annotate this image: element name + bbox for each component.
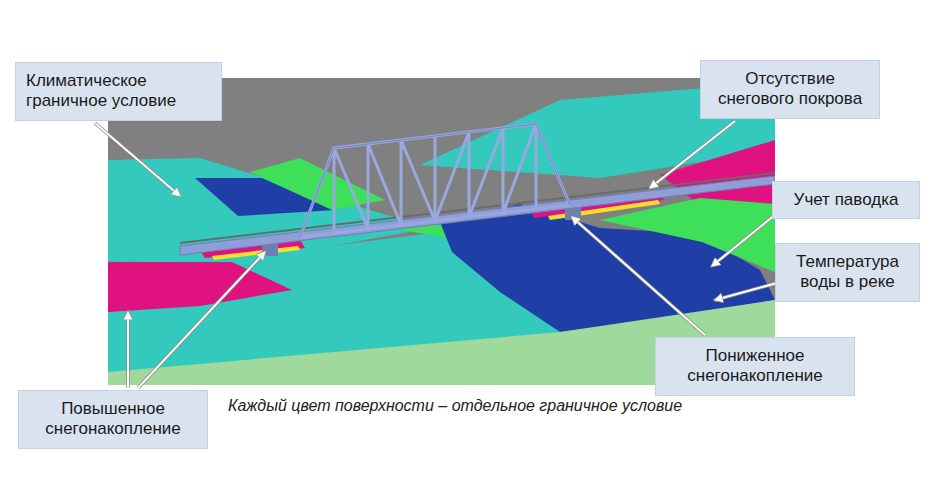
caption: Каждый цвет поверхности – отдельное гран…	[226, 397, 684, 415]
bridge-truss	[300, 124, 570, 237]
flood-surface	[250, 158, 385, 210]
leader-line	[127, 312, 129, 388]
leader-line	[138, 252, 265, 388]
callout-box: Повышенное снегонакопление	[18, 390, 208, 449]
flood-surface	[600, 198, 775, 272]
leader-line	[712, 214, 776, 266]
callout-text: Климатическое граничное условие	[26, 71, 211, 112]
callout-box: Температура воды в реке	[775, 243, 920, 302]
leader-line	[650, 121, 735, 188]
leader-line	[715, 283, 777, 300]
callout-text: Пониженное снегонакопление	[666, 346, 844, 387]
callout-box: Пониженное снегонакопление	[655, 337, 855, 396]
callout-box: Учет паводка	[772, 181, 920, 219]
callout-text: Учет паводка	[783, 190, 909, 210]
callout-box: Отсутствие снегового покрова	[700, 60, 880, 119]
truss-outline	[300, 124, 570, 237]
callout-text: Температура воды в реке	[786, 252, 909, 293]
callout-box: Климатическое граничное условие	[15, 62, 222, 121]
snow-surface	[108, 262, 292, 312]
callout-text: Отсутствие снегового покрова	[711, 69, 869, 110]
leader-line	[572, 217, 705, 335]
callout-text: Повышенное снегонакопление	[29, 399, 197, 440]
rail	[180, 173, 775, 243]
leader-line	[95, 123, 180, 196]
